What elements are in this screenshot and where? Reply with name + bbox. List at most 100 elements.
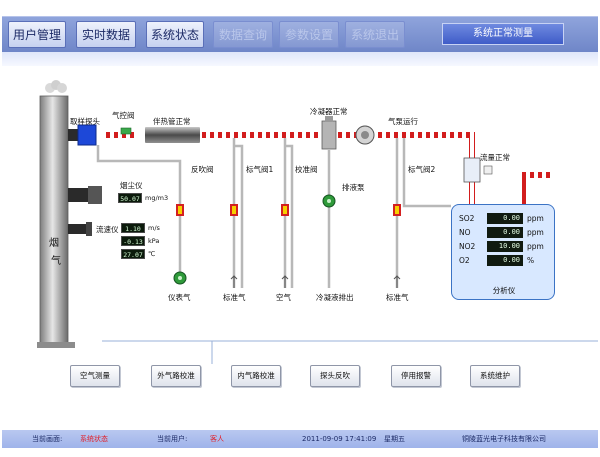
- heated-line-2: [202, 132, 322, 138]
- heated-line-4: [374, 132, 472, 138]
- system-maintenance-button[interactable]: 系统维护: [470, 365, 520, 387]
- dust-meter-label: 烟尘仪: [120, 181, 143, 190]
- chimney-text-2: 气: [51, 256, 61, 267]
- analyzer-title: 分析仪: [492, 286, 516, 295]
- instrument-air-icon[interactable]: [173, 271, 187, 285]
- dust-reading: 50.07: [118, 193, 142, 203]
- standard-gas-a-label: 标准气: [223, 293, 246, 302]
- velocity-unit: m/s: [148, 224, 160, 232]
- heat-pipe-label: 伴热管正常: [153, 117, 191, 126]
- process-diagram-svg: [37, 80, 598, 364]
- company-name: 铜陵蓝光电子科技有限公司: [462, 435, 546, 443]
- analyzer-row-no: NO 0.00 ppm: [459, 227, 553, 239]
- heated-line-3: [337, 132, 357, 138]
- condensate-drain-label: 冷凝液排出: [316, 293, 354, 302]
- standard-gas-valve-2-icon[interactable]: [393, 204, 401, 216]
- analyzer-unit: %: [527, 256, 535, 265]
- heated-line-8: [522, 172, 552, 178]
- pressure-reading: -0.13: [121, 236, 145, 246]
- velocity-meter-mount: [68, 224, 86, 234]
- heated-line-7: [522, 172, 528, 204]
- heated-line-5: [469, 132, 475, 158]
- std-valve-2-label: 标气阀2: [408, 165, 436, 174]
- analyzer-unit: ppm: [527, 214, 544, 223]
- probe-mount: [68, 129, 78, 141]
- smoke-icon: [45, 80, 67, 93]
- gas-lines: [96, 138, 451, 288]
- cal-valve-label: 校准阀: [295, 165, 318, 174]
- nav-user-management[interactable]: 用户管理: [8, 21, 66, 48]
- probe-label: 取样探头: [70, 117, 100, 126]
- current-screen-label: 当前画面:: [32, 435, 63, 443]
- drain-pump-icon[interactable]: [322, 194, 336, 208]
- nav-data-query[interactable]: 数据查询: [213, 21, 273, 48]
- analyzer-row-so2: SO2 0.00 ppm: [459, 213, 553, 225]
- flow-label: 流量正常: [480, 153, 510, 162]
- analyzer-name: NO2: [459, 242, 476, 251]
- gas-control-valve[interactable]: [120, 127, 132, 135]
- instrument-air-label: 仪表气: [168, 293, 191, 302]
- std-valve-1-label: 标气阀1: [246, 165, 274, 174]
- process-diagram: 取样探头 气控阀 伴热管正常 冷凝器正常 气泵运行 流量正常 烟尘仪 流速仪 反…: [2, 66, 598, 430]
- current-user-value: 客人: [210, 435, 224, 443]
- gas-pump-hub: [361, 131, 369, 139]
- status-bar: 当前画面: 系统状态 当前用户: 客人 2011-09-09 17:41:09 …: [2, 430, 598, 448]
- flow-meter-gauge: [483, 165, 493, 175]
- header-strip: [2, 52, 598, 66]
- analyzer-name: NO: [459, 228, 471, 237]
- gas-analyzer-panel: SO2 0.00 ppm NO 0.00 ppm NO2 10.00 ppm O…: [451, 204, 555, 300]
- nav-system-status[interactable]: 系统状态: [146, 21, 204, 48]
- back-blow-valve-label: 反吹阀: [191, 165, 214, 174]
- nav-realtime-data[interactable]: 实时数据: [76, 21, 136, 48]
- sampling-probe[interactable]: [77, 124, 97, 146]
- analyzer-value: 0.00: [487, 213, 523, 224]
- calibration-valve-icon[interactable]: [281, 204, 289, 216]
- analyzer-unit: ppm: [527, 228, 544, 237]
- air-measure-button[interactable]: 空气测量: [70, 365, 120, 387]
- analyzer-row-no2: NO2 10.00 ppm: [459, 241, 553, 253]
- heated-line-1: [102, 132, 138, 138]
- standard-gas-valve-1-icon[interactable]: [230, 204, 238, 216]
- velocity-meter-label: 流速仪: [96, 225, 119, 234]
- external-calibration-button[interactable]: 外气路校准: [151, 365, 201, 387]
- top-navigation-bar: 用户管理 实时数据 系统状态 数据查询 参数设置 系统退出 系统正常测量: [2, 16, 598, 52]
- condenser-cap: [325, 116, 333, 122]
- dust-meter-mount: [68, 188, 88, 202]
- gas-valve-label: 气控阀: [112, 111, 135, 120]
- standard-gas-b-label: 标准气: [386, 293, 409, 302]
- system-status-indicator: 系统正常测量: [442, 23, 564, 45]
- velocity-meter[interactable]: [86, 222, 92, 236]
- analyzer-row-o2: O2 0.00 %: [459, 255, 553, 267]
- chimney-base: [37, 342, 75, 348]
- back-blow-valve-icon[interactable]: [176, 204, 184, 216]
- heated-line-6: [469, 182, 475, 206]
- temperature-unit: ℃: [148, 250, 156, 258]
- analyzer-unit: ppm: [527, 242, 544, 251]
- inlet-arrows: [230, 275, 401, 288]
- analyzer-name: O2: [459, 256, 470, 265]
- condenser[interactable]: [321, 120, 337, 150]
- probe-back-blow-button[interactable]: 探头反吹: [310, 365, 360, 387]
- dust-meter[interactable]: [88, 186, 102, 204]
- pressure-unit: kPa: [148, 237, 160, 245]
- current-user-label: 当前用户:: [157, 435, 188, 443]
- current-screen-value: 系统状态: [80, 435, 108, 443]
- chimney-text-1: 烟: [49, 238, 59, 249]
- velocity-reading: 1.10: [121, 223, 145, 233]
- heated-hose: [145, 127, 200, 143]
- pump-status-label: 气泵运行: [388, 117, 418, 126]
- condenser-label: 冷凝器正常: [310, 107, 348, 116]
- nav-parameter-settings[interactable]: 参数设置: [279, 21, 339, 48]
- flow-meter[interactable]: [463, 157, 481, 183]
- analyzer-value: 0.00: [487, 227, 523, 238]
- weekday: 星期五: [384, 435, 405, 443]
- datetime: 2011-09-09 17:41:09: [302, 435, 377, 443]
- analyzer-value: 10.00: [487, 241, 523, 252]
- temperature-reading: 27.07: [121, 249, 145, 259]
- analyzer-value: 0.00: [487, 255, 523, 266]
- disable-alarm-button[interactable]: 停用报警: [391, 365, 441, 387]
- nav-system-exit[interactable]: 系统退出: [345, 21, 405, 48]
- internal-calibration-button[interactable]: 内气路校准: [231, 365, 281, 387]
- chimney: [39, 95, 69, 345]
- dust-unit: mg/m3: [145, 194, 169, 202]
